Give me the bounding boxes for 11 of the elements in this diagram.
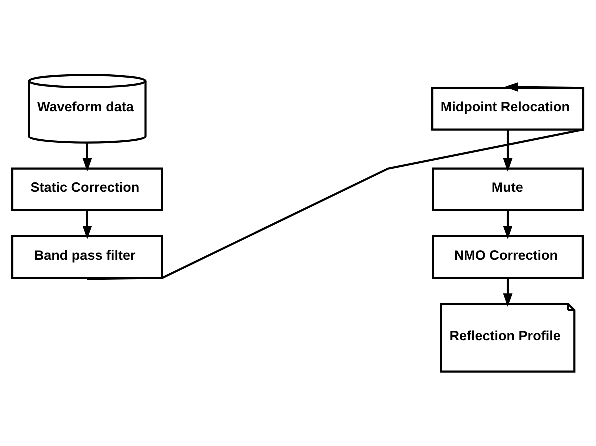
arrow xyxy=(82,210,92,240)
node-box: NMO Correction xyxy=(432,234,584,279)
node-box: Midpoint Relocation xyxy=(432,86,585,130)
node-box: Static Correction xyxy=(11,167,164,212)
arrow xyxy=(87,82,585,280)
arrow xyxy=(503,210,513,240)
arrow xyxy=(503,278,513,307)
arrow xyxy=(503,129,513,172)
arrow xyxy=(82,142,92,172)
node-box: Mute xyxy=(432,167,584,212)
node-box: Band pass filter xyxy=(11,234,164,279)
